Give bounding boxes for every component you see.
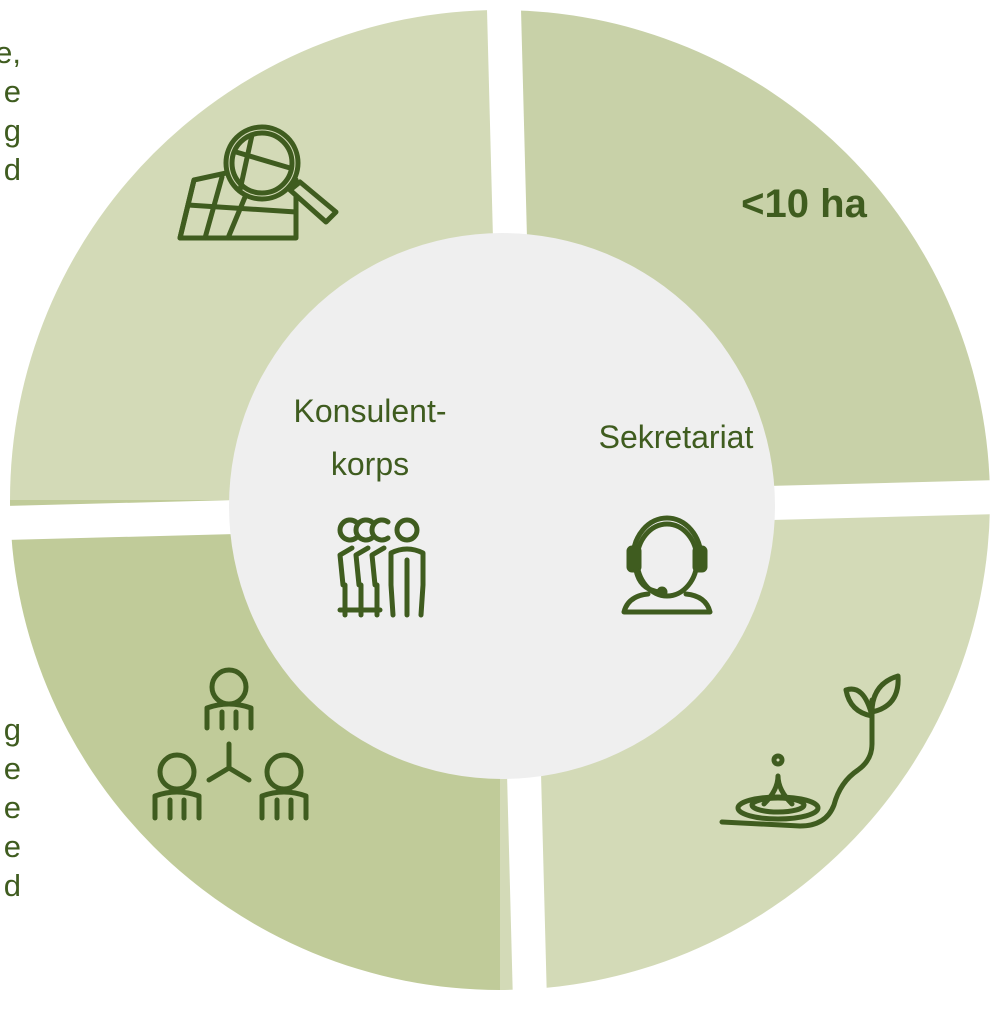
consultant-group-icon — [337, 517, 426, 618]
center-circle — [229, 233, 775, 779]
left-text-bottom-line: g — [3, 712, 21, 747]
left-text-top: e, e g d — [0, 33, 21, 189]
map-search-icon — [177, 124, 339, 241]
left-text-top-line: g — [3, 113, 21, 148]
left-text-bottom-line: d — [3, 868, 21, 903]
left-text-top-line: e, — [0, 35, 21, 70]
water-drop-sprout-icon — [719, 673, 901, 829]
center-label-sekretariat: Sekretariat — [599, 419, 754, 455]
left-text-bottom: g e e e d — [4, 710, 21, 905]
left-text-top-line: d — [3, 152, 21, 187]
segment-label-area: <10 ha — [741, 182, 867, 226]
left-text-bottom-line: e — [3, 829, 21, 864]
headset-operator-icon — [621, 515, 713, 615]
left-text-top-line: e — [3, 74, 21, 109]
left-text-bottom-line: e — [3, 751, 21, 786]
left-text-bottom-line: e — [3, 790, 21, 825]
team-network-icon — [152, 667, 309, 821]
center-label-konsulent-line1: Konsulent- — [294, 393, 447, 429]
center-label-konsulent-line2: korps — [331, 446, 409, 482]
